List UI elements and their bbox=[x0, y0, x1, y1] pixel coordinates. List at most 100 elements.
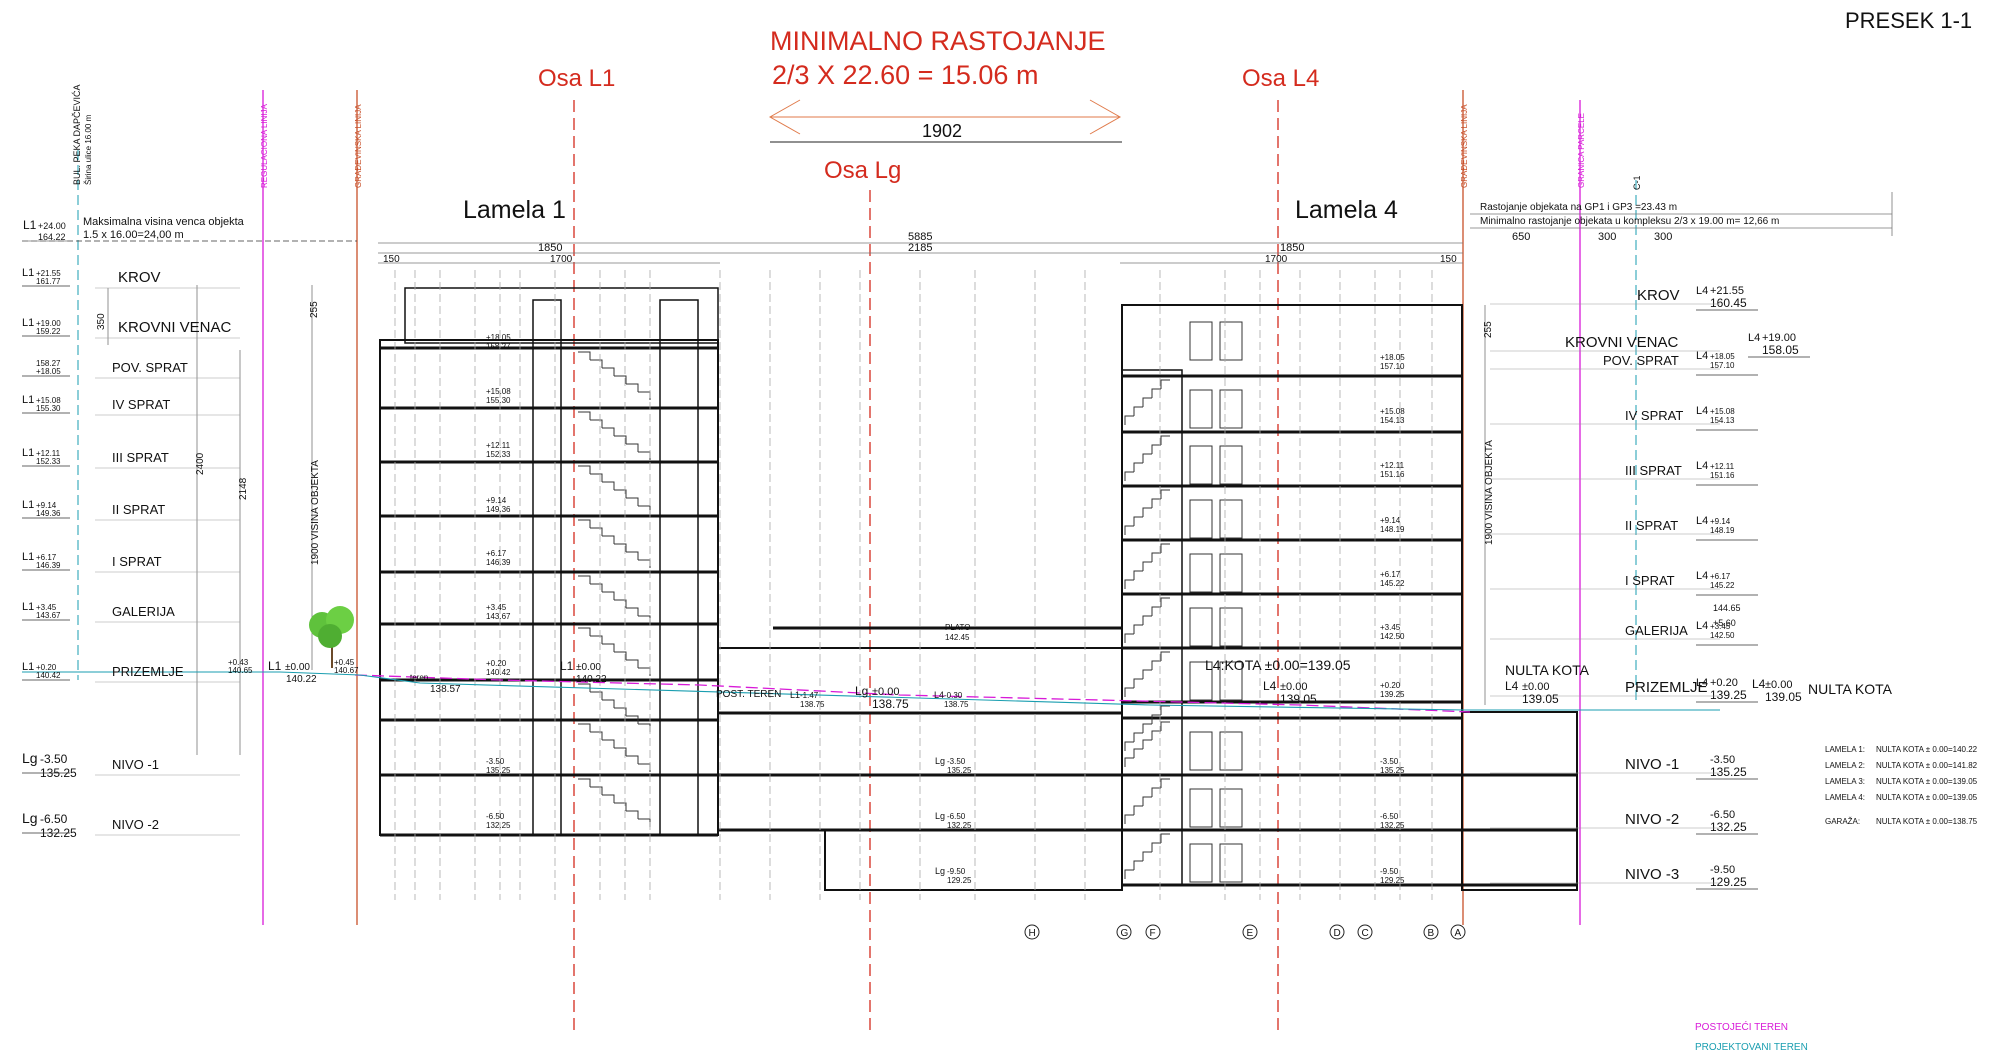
inner-left-abs-3: 152.33 bbox=[486, 450, 511, 459]
svg-text:III SPRAT: III SPRAT bbox=[1625, 463, 1682, 478]
svg-text:F: F bbox=[1150, 928, 1156, 939]
post-teren-label: POST. TEREN bbox=[716, 689, 781, 700]
zero-table-label-1: LAMELA 1: bbox=[1825, 745, 1865, 754]
axis-l1-title: Osa L1 bbox=[538, 65, 615, 92]
svg-text:H: H bbox=[1029, 928, 1036, 939]
dim-255-left: 255 bbox=[309, 301, 320, 318]
garage-axis-1: Lg bbox=[935, 756, 945, 766]
svg-text:Lg: Lg bbox=[855, 684, 868, 698]
garage-abs-1: 135.25 bbox=[947, 766, 972, 775]
inner-left-rel-7: +0.20 bbox=[486, 659, 507, 668]
svg-text:POV. SPRAT: POV. SPRAT bbox=[112, 360, 188, 375]
svg-text:L4: L4 bbox=[1696, 620, 1708, 632]
inner-left-abs-7: 140.42 bbox=[486, 668, 511, 677]
min-distance-formula: 2/3 X 22.60 = 15.06 m bbox=[772, 60, 1038, 90]
svg-text:II SPRAT: II SPRAT bbox=[112, 502, 165, 517]
ground-small-2: +0.45 140.67 bbox=[334, 658, 359, 675]
zero-table-label-3: LAMELA 3: bbox=[1825, 777, 1865, 786]
dim-right-inner: 1700 bbox=[1265, 254, 1288, 265]
zero-table-value-1: NULTA KOTA ± 0.00=140.22 bbox=[1876, 745, 1978, 754]
svg-text:L4: L4 bbox=[1752, 677, 1766, 691]
inner-left-abs-5: 146.39 bbox=[486, 558, 511, 567]
dim-300-a: 300 bbox=[1598, 231, 1616, 243]
dim-left-inner: 1700 bbox=[550, 254, 573, 265]
svg-text:NIVO -3: NIVO -3 bbox=[1625, 866, 1679, 883]
svg-text:142.50: 142.50 bbox=[1710, 631, 1735, 640]
inner-right-abs-3: 151.16 bbox=[1380, 470, 1405, 479]
svg-text:L4: L4 bbox=[1263, 679, 1277, 693]
axis-marker-a: A bbox=[1450, 924, 1466, 940]
svg-text:+18.05: +18.05 bbox=[1710, 352, 1735, 361]
svg-text:KROVNI VENAC: KROVNI VENAC bbox=[118, 319, 232, 336]
plato-elevation: 142.45 bbox=[945, 633, 970, 642]
inner-left-abs-6: 143.67 bbox=[486, 612, 511, 621]
inner-right-abs-10: 129.25 bbox=[1380, 876, 1405, 885]
inner-right-rel-6: +3.45 bbox=[1380, 623, 1401, 632]
zero-table-value-4: NULTA KOTA ± 0.00=139.05 bbox=[1876, 793, 1978, 802]
svg-text:±0.00: ±0.00 bbox=[1765, 679, 1792, 691]
svg-text:L1: L1 bbox=[22, 317, 34, 329]
svg-text:-3.50: -3.50 bbox=[40, 752, 68, 766]
svg-text:+21.55: +21.55 bbox=[36, 269, 61, 278]
garage-rel-3: -9.50 bbox=[947, 867, 966, 876]
regulation-line-label: REGULACIONA LINIJA bbox=[260, 103, 269, 188]
building-line-right-label: GRAĐEVINSKA LINIJA bbox=[1460, 104, 1469, 188]
svg-text:+15.08: +15.08 bbox=[1710, 407, 1735, 416]
svg-text:-3.50: -3.50 bbox=[1710, 754, 1735, 766]
svg-text:+21.55: +21.55 bbox=[1710, 285, 1744, 297]
axis-marker-b: B bbox=[1423, 924, 1439, 940]
inner-left-rel-9: -6.50 bbox=[486, 812, 505, 821]
lamela-4-title: Lamela 4 bbox=[1295, 196, 1398, 224]
inner-right-rel-1: +18.05 bbox=[1380, 353, 1405, 362]
dim-255-right: 255 bbox=[1483, 321, 1494, 338]
svg-text:PRIZEMLJE: PRIZEMLJE bbox=[112, 664, 184, 679]
garage-rel-2: -6.50 bbox=[947, 812, 966, 821]
axis-marker-h: H bbox=[1024, 924, 1040, 940]
street-width-label: Širina ulice 16.00 m bbox=[84, 114, 93, 185]
zero-table-label-4: LAMELA 4: bbox=[1825, 793, 1865, 802]
street-name-label: BUL. PEKA DAPČEVIĆA bbox=[72, 84, 82, 185]
ground-mark-l4-030: L4 -0.30 138.75 bbox=[934, 690, 969, 709]
svg-text:140.22: 140.22 bbox=[286, 674, 317, 685]
svg-text:L1: L1 bbox=[22, 551, 34, 563]
svg-text:+19.00: +19.00 bbox=[1762, 332, 1796, 344]
svg-text:NIVO -2: NIVO -2 bbox=[1625, 811, 1679, 828]
svg-text:NIVO -2: NIVO -2 bbox=[112, 817, 159, 832]
svg-text:KROVNI VENAC: KROVNI VENAC bbox=[1565, 334, 1679, 351]
dim-left-width: 1850 bbox=[538, 242, 562, 254]
svg-text:-6.50: -6.50 bbox=[40, 812, 68, 826]
svg-text:GALERIJA: GALERIJA bbox=[112, 604, 175, 619]
svg-text:L4: L4 bbox=[934, 690, 944, 700]
svg-text:L1: L1 bbox=[22, 447, 34, 459]
svg-text:L4: L4 bbox=[1696, 515, 1708, 527]
dim-middle: 2185 bbox=[908, 242, 932, 254]
svg-text:138.75: 138.75 bbox=[944, 700, 969, 709]
garage-axis-3: Lg bbox=[935, 866, 945, 876]
svg-text:140.42: 140.42 bbox=[36, 671, 61, 680]
teren-elevation: 138.57 bbox=[430, 684, 461, 695]
inner-right-abs-4: 148.19 bbox=[1380, 525, 1405, 534]
inner-right-rel-3: +12.11 bbox=[1380, 461, 1405, 470]
parcel-border-label: GRANICA PARCELE bbox=[1577, 113, 1586, 188]
visina-left: 1900 VISINA OBJEKTA bbox=[310, 460, 321, 565]
plato-label: PLATO bbox=[945, 623, 971, 632]
svg-text:A: A bbox=[1455, 928, 1462, 939]
zero-table-value-2: NULTA KOTA ± 0.00=141.82 bbox=[1876, 761, 1978, 770]
axis-l4-title: Osa L4 bbox=[1242, 65, 1319, 92]
svg-text:-0.30: -0.30 bbox=[944, 691, 963, 700]
inner-left-abs-8: 135.25 bbox=[486, 766, 511, 775]
inner-right-rel-10: -9.50 bbox=[1380, 867, 1399, 876]
